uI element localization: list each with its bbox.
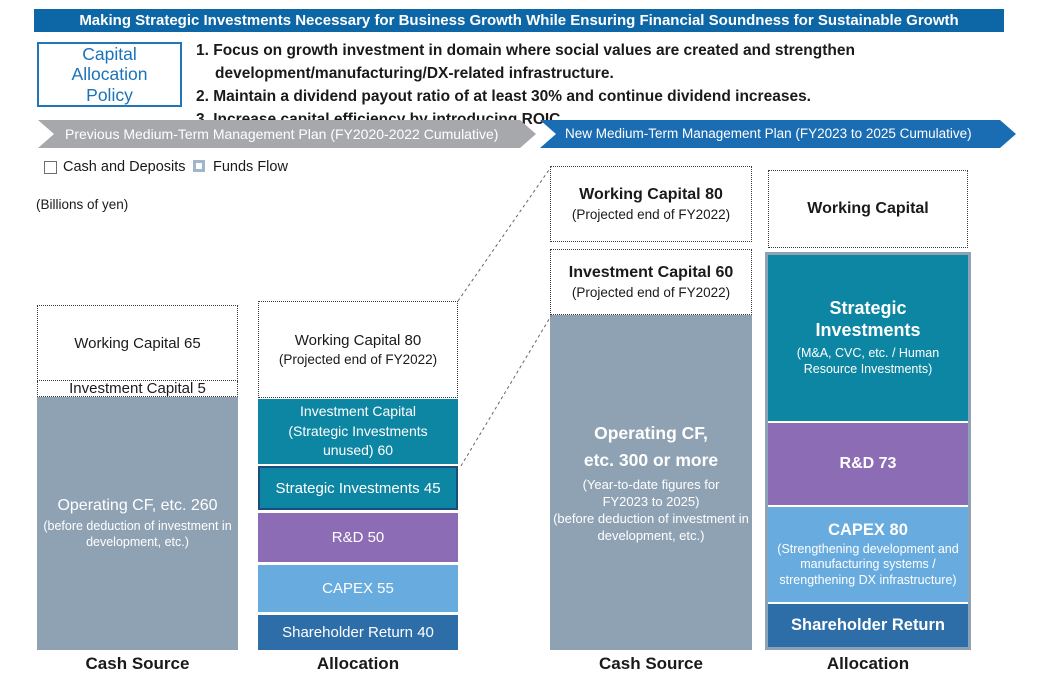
connector-line-investment-capital (460, 315, 552, 467)
page-title: Making Strategic Investments Necessary f… (34, 9, 1004, 32)
prev-cash-source-axis-label: Cash Source (85, 654, 190, 673)
new-cash-source-axis-label: Cash Source (599, 654, 703, 673)
funds-flow-swatch-icon (193, 160, 205, 172)
policy-item-2: 2. Maintain a dividend payout ratio of a… (196, 85, 1008, 108)
unit-note: (Billions of yen) (36, 197, 129, 212)
new-investment-capital-label: Investment Capital 60 (568, 264, 734, 281)
prev-investment-capital-box: Investment Capital 5 (37, 381, 238, 397)
prev-alloc-capex-block: CAPEX 55 (258, 565, 458, 612)
new-operating-cf-note1: (Year-to-date figures for FY2023 to 2025… (582, 476, 720, 509)
new-alloc-strategic-investments-label: Strategic Investments (815, 297, 921, 340)
new-operating-cf-note2: (before deduction of investment in devel… (553, 510, 749, 543)
new-alloc-working-capital-label: Working Capital (807, 200, 929, 217)
previous-plan-banner: Previous Medium-Term Management Plan (FY… (38, 120, 536, 148)
capital-allocation-policy-label: Capital Allocation Policy (71, 43, 148, 105)
policy-list: 1. Focus on growth investment in domain … (196, 39, 1008, 131)
prev-alloc-working-capital-note: (Projected end of FY2022) (278, 352, 438, 367)
new-alloc-strategic-investments-block: Strategic Investments (M&A, CVC, etc. / … (768, 255, 968, 421)
policy-item-1-number: 1. (196, 42, 209, 59)
new-alloc-strategic-investments-note: (M&A, CVC, etc. / Human Resource Investm… (796, 346, 940, 377)
new-alloc-rnd-block: R&D 73 (768, 422, 968, 506)
legend-funds-flow-label: Funds Flow (213, 159, 288, 175)
new-alloc-capex-label: CAPEX 80 (828, 520, 908, 539)
new-working-capital-label: Working Capital 80 (579, 186, 723, 203)
new-working-capital-box: Working Capital 80 (Projected end of FY2… (550, 166, 752, 242)
prev-operating-cf-label: Operating CF, etc. 260 (57, 496, 218, 514)
new-alloc-shareholder-return-block: Shareholder Return (768, 604, 968, 647)
new-plan-banner: New Medium-Term Management Plan (FY2023 … (540, 120, 1016, 148)
prev-operating-cf-note: (before deduction of investment in devel… (43, 518, 232, 549)
new-working-capital-note: (Projected end of FY2022) (571, 207, 731, 222)
new-alloc-shareholder-return-label: Shareholder Return (790, 616, 946, 635)
prev-operating-cf-block: Operating CF, etc. 260 (before deduction… (37, 397, 238, 650)
policy-item-1: 1. Focus on growth investment in domain … (196, 39, 1008, 85)
policy-item-2-text: Maintain a dividend payout ratio of at l… (213, 88, 811, 105)
prev-allocation-axis-label: Allocation (316, 654, 400, 673)
new-operating-cf-block: Operating CF, etc. 300 or more (Year-to-… (550, 315, 752, 650)
cash-and-deposits-swatch-icon (44, 161, 57, 174)
prev-alloc-shareholder-return-label: Shareholder Return 40 (282, 624, 434, 641)
new-alloc-capex-block: CAPEX 80 (Strengthening development and … (768, 507, 968, 603)
new-operating-cf-label-line2: etc. 300 or more (583, 449, 719, 470)
new-alloc-stack: Strategic Investments (M&A, CVC, etc. / … (765, 252, 971, 650)
prev-alloc-shareholder-return-block: Shareholder Return 40 (258, 615, 458, 650)
prev-alloc-rnd-block: R&D 50 (258, 513, 458, 562)
prev-investment-capital-label: Investment Capital 5 (69, 380, 206, 397)
prev-alloc-capex-label: CAPEX 55 (322, 580, 394, 597)
capital-allocation-policy-box: Capital Allocation Policy (37, 42, 182, 107)
new-alloc-working-capital-box: Working Capital (768, 170, 968, 248)
prev-alloc-rnd-label: R&D 50 (331, 529, 385, 546)
new-investment-capital-box: Investment Capital 60 (Projected end of … (550, 249, 752, 315)
policy-item-2-number: 2. (196, 88, 209, 105)
prev-alloc-working-capital-box: Working Capital 80 (Projected end of FY2… (258, 301, 458, 398)
prev-alloc-investment-capital-block: Investment Capital (Strategic Investment… (258, 399, 458, 464)
new-alloc-capex-note: (Strengthening development and manufactu… (777, 541, 959, 588)
new-alloc-rnd-label: R&D 73 (839, 454, 897, 472)
prev-working-capital-box: Working Capital 65 (37, 305, 238, 381)
new-operating-cf-label-line1: Operating CF, (594, 423, 708, 444)
new-allocation-axis-label: Allocation (826, 654, 910, 673)
new-investment-capital-note: (Projected end of FY2022) (571, 285, 731, 300)
prev-alloc-working-capital-label: Working Capital 80 (294, 332, 422, 349)
legend-cash-and-deposits-label: Cash and Deposits (63, 159, 186, 175)
prev-working-capital-label: Working Capital 65 (74, 334, 201, 352)
prev-alloc-strategic-investments-block: Strategic Investments 45 (258, 466, 458, 510)
prev-alloc-strategic-investments-label: Strategic Investments 45 (275, 479, 441, 497)
connector-line-working-capital (457, 166, 552, 302)
prev-alloc-investment-capital-label: Investment Capital (Strategic Investment… (288, 403, 428, 459)
policy-item-1-text: Focus on growth investment in domain whe… (213, 42, 855, 82)
